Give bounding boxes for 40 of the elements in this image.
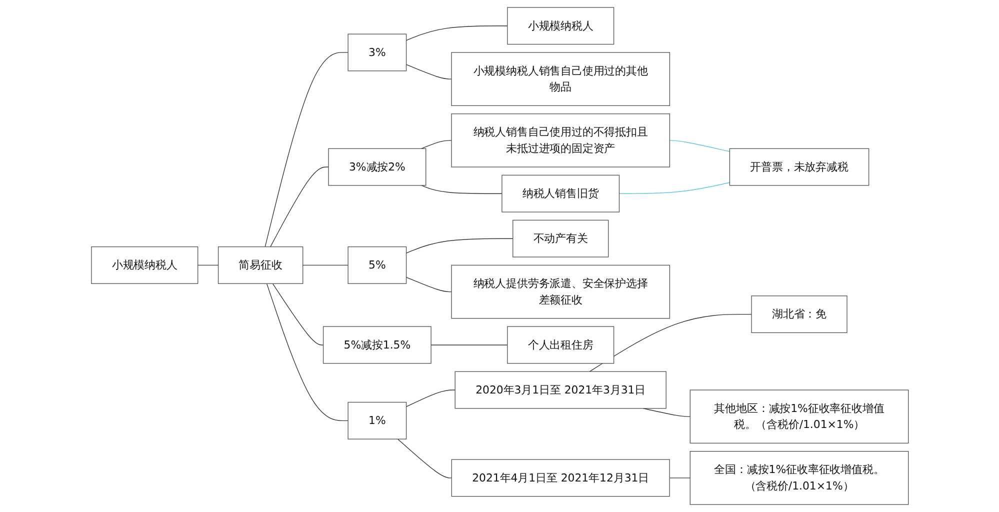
connector — [397, 438, 452, 478]
connector — [406, 276, 452, 292]
connector — [270, 166, 328, 248]
connector — [302, 264, 348, 266]
node-box — [218, 246, 303, 284]
node-box — [506, 326, 614, 364]
node-box — [347, 246, 406, 284]
node-box — [512, 220, 608, 258]
node-box — [454, 371, 666, 409]
connector — [588, 314, 752, 372]
node-box — [750, 296, 847, 334]
node-box — [506, 7, 614, 45]
connector — [430, 344, 508, 346]
connector — [642, 408, 690, 417]
connector — [618, 182, 730, 194]
node-box — [328, 148, 426, 186]
mind-map-drawing: 小规模纳税人 简易征收 3% 小规模纳税人 小规模纳税人销售自己使用过的其他物品 3%减按2% 纳税人销售自己使用过的不得抵扣且未抵过进项的固定资产 纳税人销售旧货 开普票，未放弃减税 5% 不动产有关 纳税人提供劳务派遣、安全保护选择差额征收 5%减按1.5% 个人出租住房 1% 2020年3月1日至 2021年3月31日 湖北省：免 其他地区：减按1%征收率征收增值税。（含税价/1.01×1%） 2021年4月1日至 2021年12月31日 全国：减按1%征收率征收增值税。（含税价/1.01×1%） — [86, 2, 914, 510]
connector — [420, 140, 452, 149]
connector — [197, 264, 218, 266]
node-box — [450, 459, 670, 497]
connector — [406, 390, 456, 408]
connector — [420, 185, 502, 194]
node-box — [450, 52, 670, 106]
node-box — [728, 148, 869, 186]
connector — [406, 26, 508, 41]
connector — [264, 52, 348, 248]
connector — [406, 238, 513, 254]
node-box — [689, 390, 908, 444]
connector — [668, 140, 730, 152]
node-box — [450, 113, 670, 168]
node-box — [689, 451, 908, 505]
node-box — [322, 326, 431, 364]
node-box — [90, 246, 198, 284]
connector — [406, 64, 452, 80]
node-box — [501, 174, 620, 212]
node-box — [347, 34, 406, 72]
connector — [266, 283, 348, 421]
node-box — [450, 264, 670, 319]
connector — [272, 283, 324, 346]
node-box — [347, 402, 406, 440]
